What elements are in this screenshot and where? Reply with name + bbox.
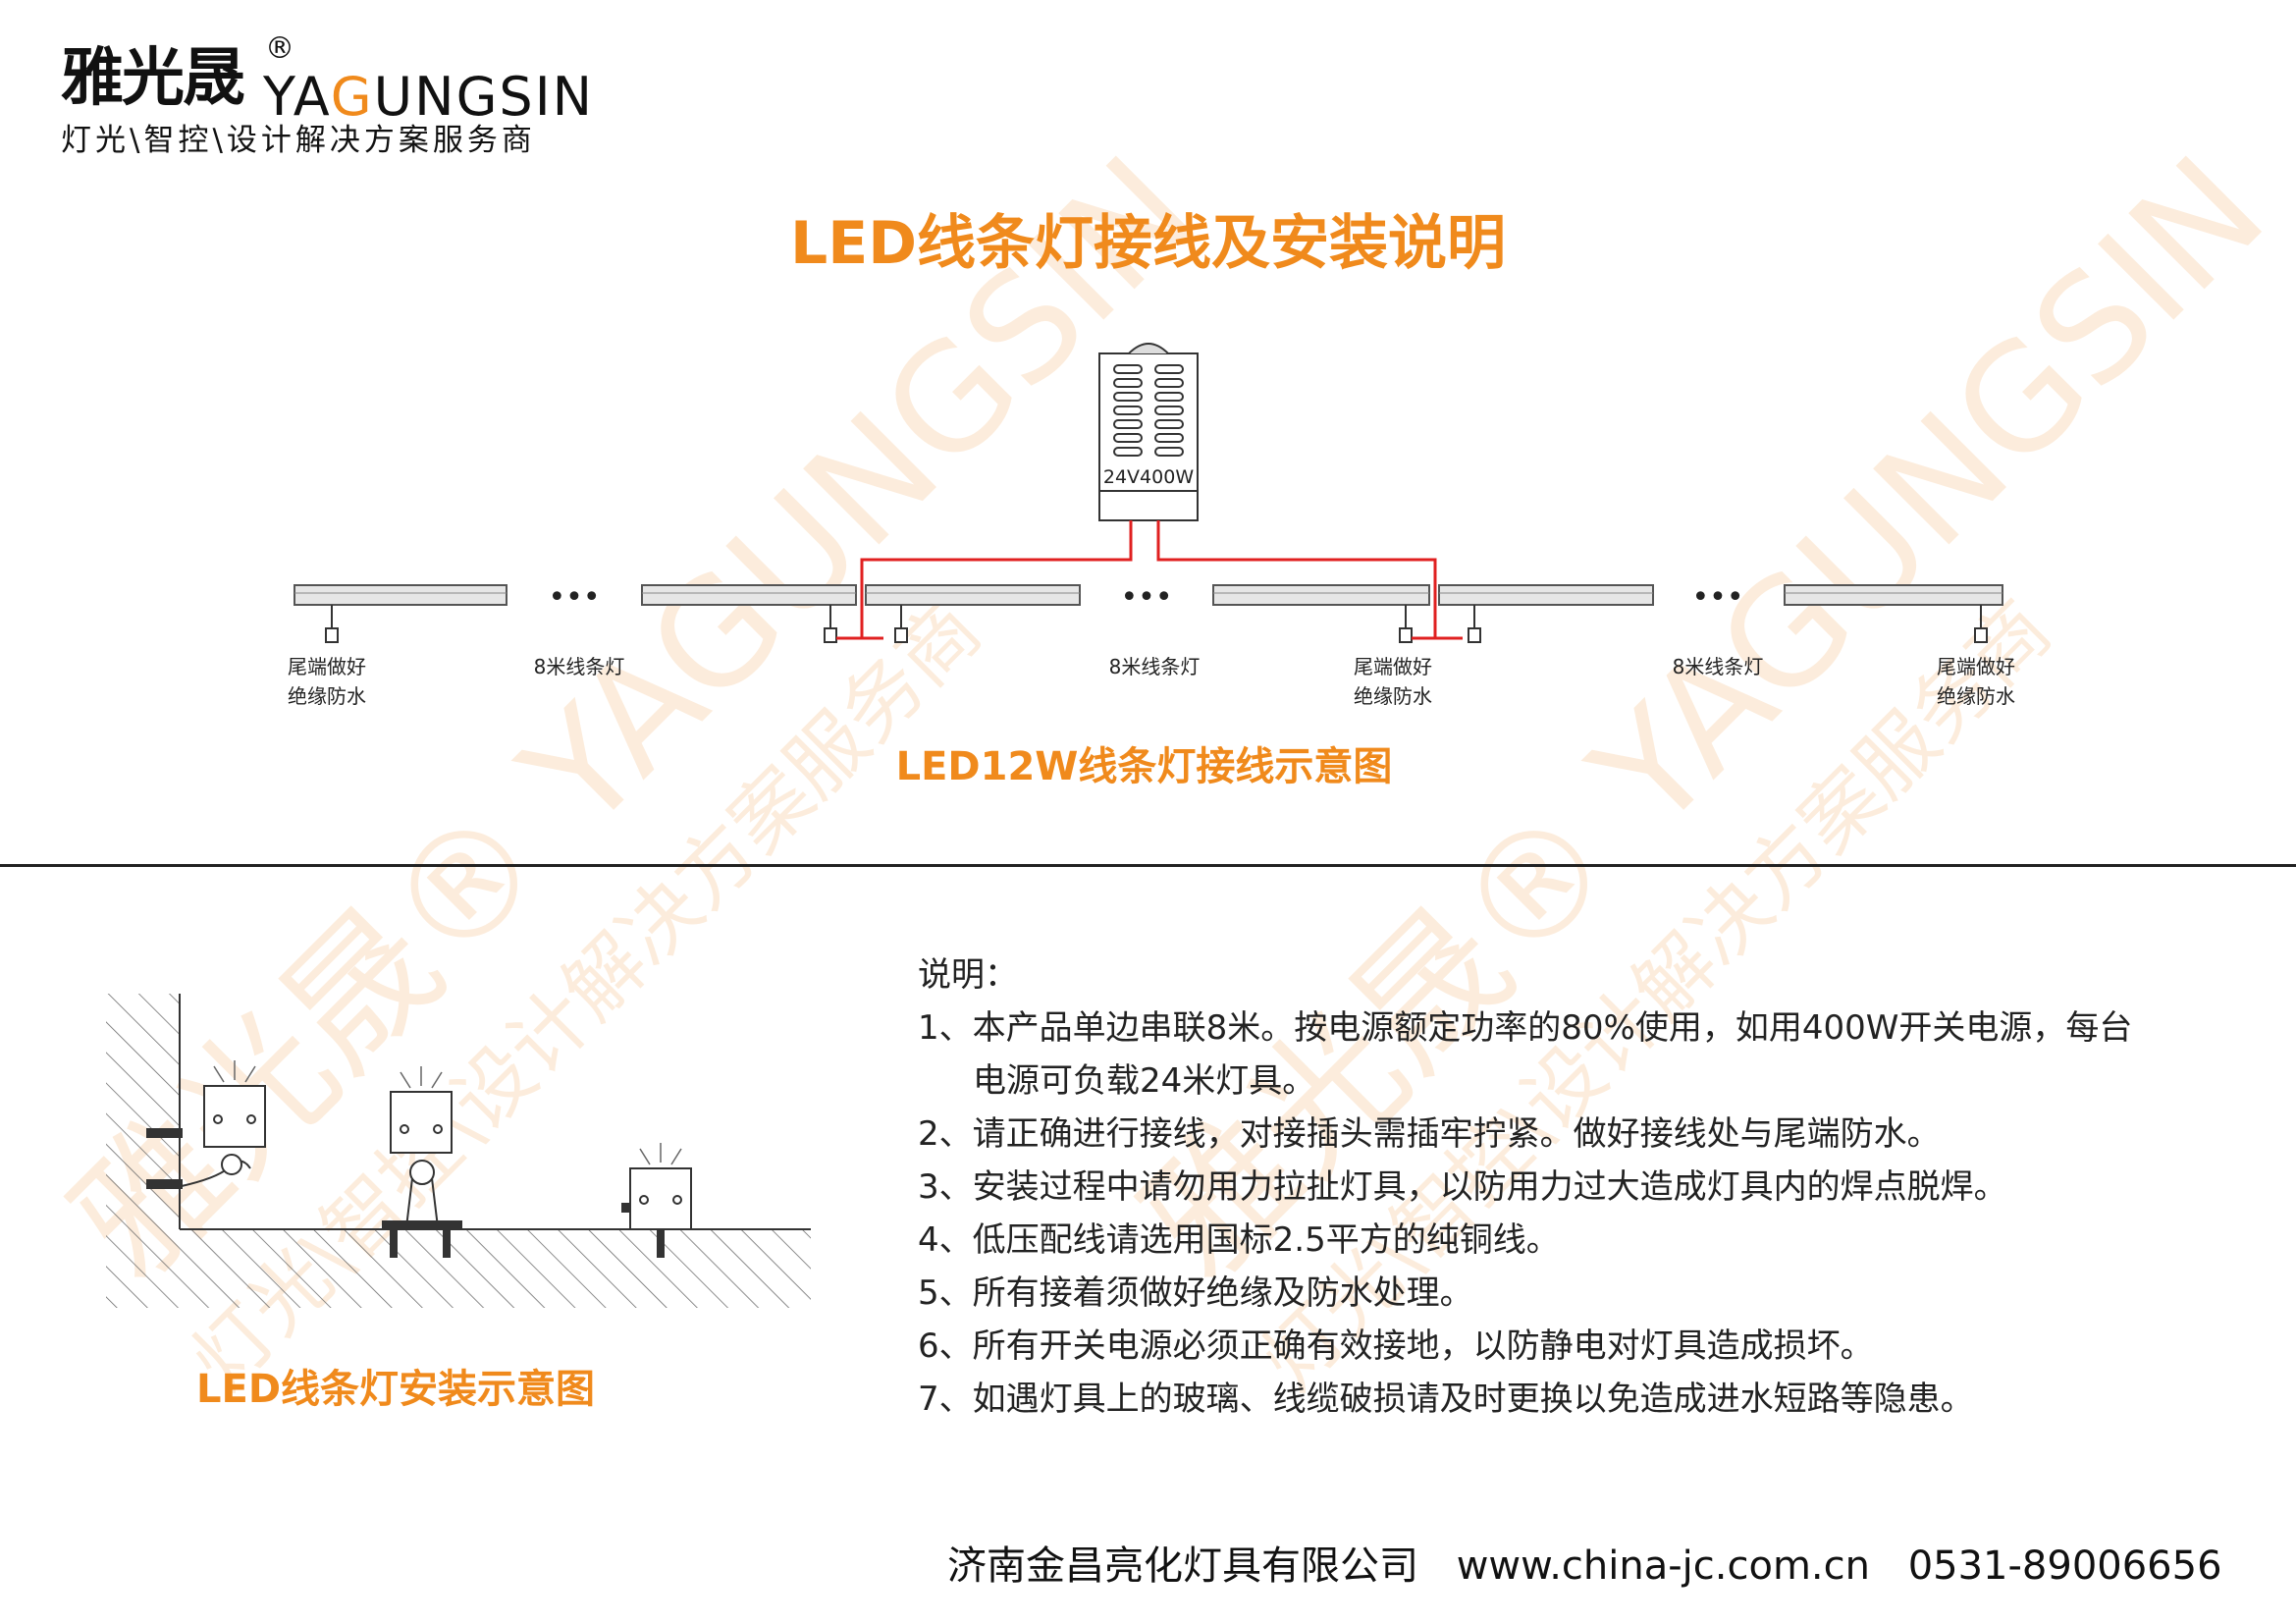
wiring-caption: LED12W线条灯接线示意图 xyxy=(0,734,2296,791)
connector xyxy=(1468,627,1481,643)
note-item: 电源可负载24米灯具。 xyxy=(973,1061,1316,1101)
connector xyxy=(894,627,908,643)
light-strip xyxy=(1212,584,1430,606)
end-cap xyxy=(325,627,339,643)
note-item: 4、低压配线请选用国标2.5平方的纯铜线。 xyxy=(918,1220,1560,1260)
label-end-left: 尾端做好 绝缘防水 xyxy=(273,652,381,711)
footer-phone: 0531-89006656 xyxy=(1907,1543,2222,1589)
power-supply-label: 24V400W xyxy=(1103,466,1194,488)
footer-company: 济南金昌亮化灯具有限公司 xyxy=(947,1543,1418,1589)
note-item: 7、如遇灯具上的玻璃、线缆破损请及时更换以免造成进水短路等隐患。 xyxy=(918,1380,1974,1419)
brand-tagline: 灯光\智控\设计解决方案服务商 xyxy=(61,123,536,158)
label-end-mid: 尾端做好 绝缘防水 xyxy=(1339,652,1447,711)
footer-website[interactable]: www.china-jc.com.cn xyxy=(1456,1543,1870,1589)
label-line: 尾端做好 xyxy=(1937,655,2015,678)
connector xyxy=(1399,627,1413,643)
light-strip xyxy=(641,584,857,606)
wiring-caption-text: LED12W线条灯接线示意图 xyxy=(895,744,1393,789)
wall xyxy=(106,994,180,1229)
ellipsis: ••• xyxy=(548,580,600,615)
note-item: 5、所有接着须做好绝缘及防水处理。 xyxy=(918,1273,1473,1313)
power-supply: 24V400W xyxy=(1098,343,1199,521)
notes-section: 说明： 1、本产品单边串联8米。按电源额定功率的80%使用，如用400W开关电源… xyxy=(918,948,2233,1426)
label-strip-2: 8米线条灯 xyxy=(1108,655,1201,678)
brand-en-part1: YA xyxy=(263,66,331,128)
label-line: 绝缘防水 xyxy=(1937,684,2015,708)
wiring-diagram: 24V400W ••• ••• ••• xyxy=(294,343,2003,643)
ellipsis: ••• xyxy=(1120,580,1172,615)
brand-en-part3: UNGSIN xyxy=(373,66,595,128)
connector xyxy=(824,627,837,643)
label-line: 尾端做好 xyxy=(288,655,366,678)
note-item: 2、请正确进行接线，对接插头需插牢拧紧。做好接线处与尾端防水。 xyxy=(918,1114,1941,1154)
brand-en-accent: G xyxy=(330,66,374,128)
fixture-wall xyxy=(146,1085,266,1189)
note-item: 1、本产品单边串联8米。按电源额定功率的80%使用，如用400W开关电源，每台 xyxy=(918,1008,2133,1048)
brand-logo-en: YAGUNGSIN xyxy=(263,71,594,124)
page-title: LED线条灯接线及安装说明 xyxy=(789,209,1507,278)
label-line: 绝缘防水 xyxy=(288,684,366,708)
brand-logo-cn: 雅光晟 xyxy=(61,42,245,115)
label-line: 绝缘防水 xyxy=(1354,684,1432,708)
registered-mark: ® xyxy=(265,31,294,66)
power-wires xyxy=(860,520,1463,640)
label-line: 尾端做好 xyxy=(1354,655,1432,678)
note-item: 6、所有开关电源必须正确有效接地，以防静电对灯具造成损坏。 xyxy=(918,1326,1874,1366)
label-strip-3: 8米线条灯 xyxy=(1672,655,1764,678)
end-cap xyxy=(1974,627,1988,643)
light-strip xyxy=(294,584,507,606)
light-strip xyxy=(865,584,1081,606)
install-caption: LED线条灯安装示意图 xyxy=(196,1367,596,1412)
fixture-floor xyxy=(621,1167,692,1258)
light-strip xyxy=(1784,584,2003,606)
ellipsis: ••• xyxy=(1691,580,1743,615)
label-strip-1: 8米线条灯 xyxy=(533,655,625,678)
fixture-bracket xyxy=(382,1091,462,1258)
note-item: 3、安装过程中请勿用力拉扯灯具，以防用力过大造成灯具内的焊点脱焊。 xyxy=(918,1167,2007,1207)
light-strip xyxy=(1438,584,1654,606)
floor xyxy=(106,1229,811,1308)
notes-heading: 说明： xyxy=(918,955,1018,995)
footer: 济南金昌亮化灯具有限公司 www.china-jc.com.cn 0531-89… xyxy=(947,1534,2248,1591)
label-end-right: 尾端做好 绝缘防水 xyxy=(1922,652,2030,711)
section-divider xyxy=(0,864,2296,867)
